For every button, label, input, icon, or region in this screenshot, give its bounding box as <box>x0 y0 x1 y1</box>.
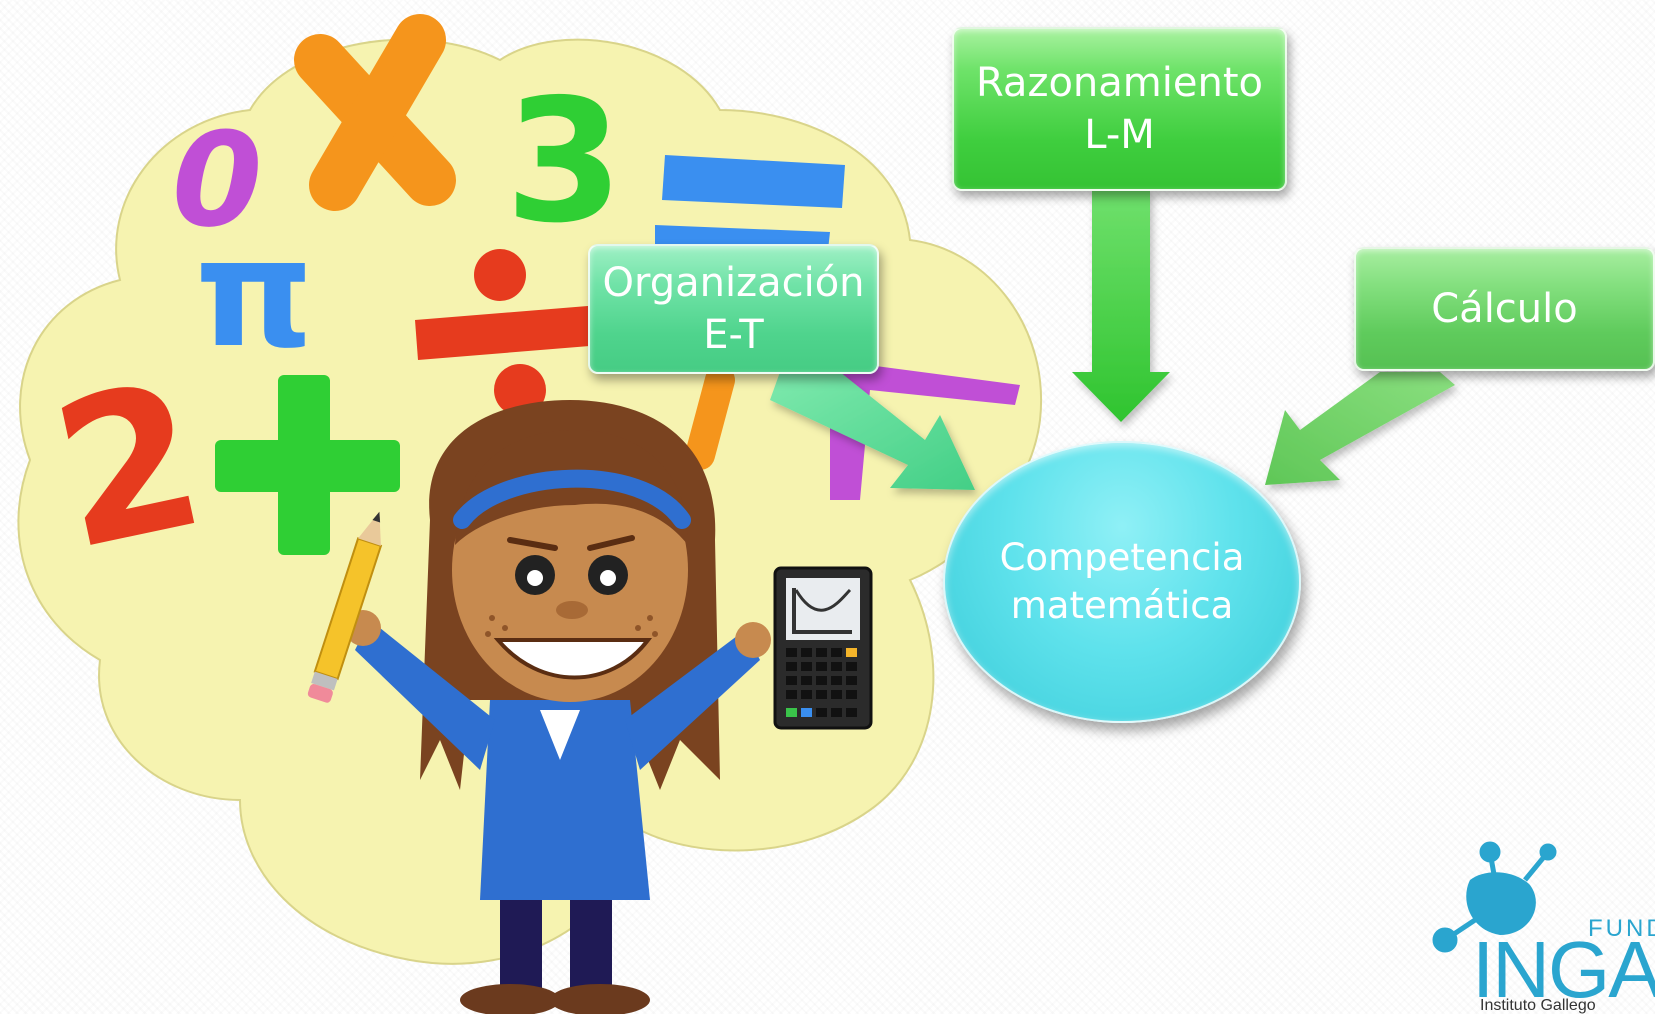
node-competencia-line2: matemática <box>1010 584 1234 627</box>
node-calculo-label: Cálculo <box>1431 286 1578 332</box>
node-competencia: Competencia matemática <box>943 441 1301 723</box>
symbol-plus <box>215 375 400 555</box>
symbol-seven <box>685 365 735 470</box>
node-organizacion-line2: E-T <box>703 312 764 358</box>
node-competencia-line1: Competencia <box>999 536 1245 579</box>
node-calculo: Cálculo <box>1354 247 1655 371</box>
pencil-icon <box>307 511 383 703</box>
node-organizacion: Organización E-T <box>588 244 879 374</box>
symbol-pi: π <box>195 207 314 381</box>
calculator-icon <box>773 566 873 730</box>
symbol-root <box>830 360 1020 500</box>
arrow-razonamiento-to-competencia <box>1072 190 1170 422</box>
node-razonamiento: Razonamiento L-M <box>952 27 1287 191</box>
symbol-equals <box>655 155 845 250</box>
symbol-x <box>294 14 456 211</box>
logo-text-small: FUND <box>1588 915 1655 942</box>
arrow-organizacion-to-competencia <box>770 372 975 490</box>
logo-text-large: INGA <box>1472 925 1655 1014</box>
node-razonamiento-line1: Razonamiento <box>976 60 1263 106</box>
symbol-three: 3 <box>505 63 623 261</box>
logo <box>1432 841 1557 953</box>
girl-illustration <box>345 400 771 1014</box>
node-razonamiento-line2: L-M <box>1084 112 1155 158</box>
symbol-zero: 0 <box>172 104 262 256</box>
logo-text-sub: Instituto Gallego <box>1480 997 1596 1014</box>
arrow-calculo-to-competencia <box>1265 372 1455 485</box>
node-organizacion-line1: Organización <box>602 260 865 306</box>
